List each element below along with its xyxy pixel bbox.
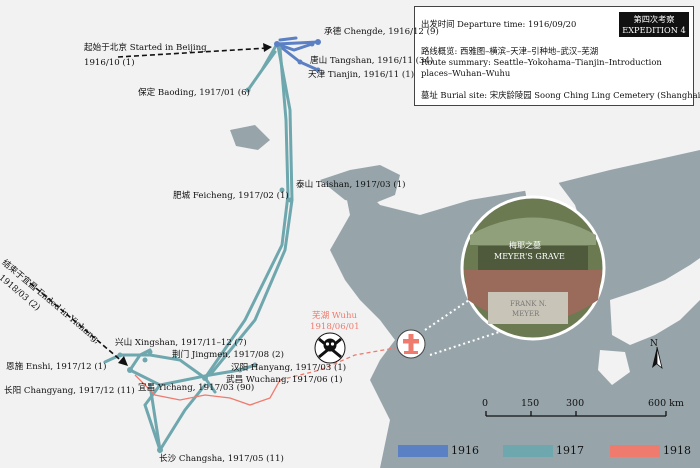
badge-cn: 第四次考察 — [633, 14, 675, 24]
label-beijing-date: 1916/10 (1) — [84, 58, 135, 68]
legend-1917: 1917 — [556, 444, 584, 457]
label-baoding: 保定 Baoding, 1917/01 (6) — [138, 88, 250, 98]
grave-plaque-line-2: MEYER — [512, 310, 540, 318]
label-yichang: 宜昌 Yichang, 1917/03 (90) — [138, 383, 255, 393]
route-1918 — [134, 347, 396, 406]
north-label: N — [650, 339, 658, 349]
route-summary-cn: 路线概览: 西雅图–横滨–天津–引种地–武汉–芜湖 — [421, 46, 599, 56]
scale-tick-600: 600 km — [648, 398, 684, 409]
end-arrowhead — [118, 356, 128, 366]
label-hanyang: 汉阳 Hanyang, 1917/03 (1) — [231, 363, 347, 373]
label-tangshan: 唐山 Tangshan, 1916/11 (34) — [310, 56, 434, 66]
label-tianjin: 天津 Tianjin, 1916/11 (1) — [308, 70, 415, 80]
legend-1918: 1918 — [663, 444, 691, 457]
start-pointer — [117, 47, 269, 58]
grave-leader — [424, 295, 521, 356]
grave-plaque-line-1: FRANK N. — [510, 300, 547, 308]
scale-tick-0: 0 — [482, 398, 489, 409]
route-summary-en-2: places–Wuhan–Wuhu — [421, 68, 511, 78]
grave-title-cn: 梅耶之墓 — [509, 241, 541, 250]
label-wuchang: 武昌 Wuchang, 1917/06 (1) — [226, 375, 343, 385]
label-wuhu-date: 1918/06/01 — [310, 322, 360, 332]
legend-1916: 1916 — [451, 444, 479, 457]
label-changyang: 长阳 Changyang, 1917/12 (11) — [4, 386, 135, 396]
station-dots — [274, 39, 321, 73]
expedition-badge: 第四次考察 EXPEDITION 4 — [619, 12, 689, 37]
start-arrowhead — [263, 43, 272, 52]
end-pointer — [29, 282, 125, 364]
grave-cross-icon — [396, 329, 426, 359]
badge-en: EXPEDITION 4 — [622, 25, 686, 35]
north-arrow-icon — [652, 346, 663, 370]
burial-site: 墓址 Burial site: 宋庆龄陵园 Soong Ching Ling C… — [421, 90, 700, 100]
label-beijing-start: 起始于北京 Started in Beijing — [84, 43, 207, 53]
scale-tick-300: 300 — [566, 398, 585, 409]
departure-time: 出发时间 Departure time: 1916/09/20 — [421, 19, 577, 29]
scale-tick-150: 150 — [521, 398, 540, 409]
grave-photo — [460, 195, 606, 341]
route-1917 — [103, 42, 294, 454]
grave-title-en: MEYER'S GRAVE — [494, 252, 565, 261]
legend-swatches — [398, 445, 660, 457]
label-xingshan: 兴山 Xingshan, 1917/11–12 (7) — [115, 338, 247, 348]
label-taishan: 泰山 Taishan, 1917/03 (1) — [296, 180, 406, 190]
label-feicheng: 肥城 Feicheng, 1917/02 (1) — [173, 191, 289, 201]
label-changsha: 长沙 Changsha, 1917/05 (11) — [159, 454, 284, 464]
route-summary-en-1: Route summary: Seattle–Yokohama–Tianjin–… — [421, 57, 662, 67]
label-jingmen: 荆门 Jingmen, 1917/08 (2) — [172, 350, 284, 360]
label-chengde: 承德 Chengde, 1916/12 (9) — [324, 27, 439, 37]
label-enshi: 恩施 Enshi, 1917/12 (1) — [6, 362, 107, 372]
station-dots-1917 — [117, 87, 293, 453]
scale-bar — [485, 411, 667, 417]
skull-crossbones-icon — [314, 332, 346, 364]
expedition-info-box: 出发时间 Departure time: 1916/09/20 路线概览: 西雅… — [414, 6, 700, 106]
label-wuhu: 芜湖 Wuhu — [312, 311, 358, 321]
